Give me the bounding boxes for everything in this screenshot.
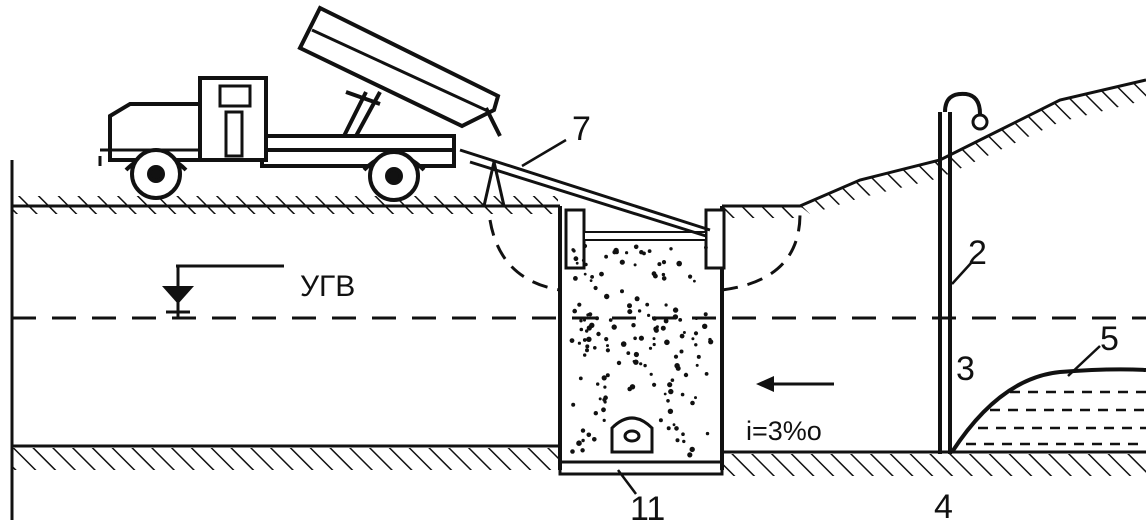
label-11: 11 [630, 490, 665, 524]
water-pool [950, 367, 1146, 454]
trench [558, 206, 726, 476]
label-2: 2 [968, 234, 987, 272]
flow-direction-arrow [756, 376, 834, 392]
slope-label: i=3%o [746, 416, 822, 446]
standpipe [938, 91, 989, 454]
leader-11 [617, 469, 637, 495]
ground-surface-right [722, 78, 1146, 218]
leader-5 [1067, 345, 1101, 377]
chute [459, 148, 711, 238]
bottom-ground-left [12, 444, 560, 470]
leader-2 [951, 261, 973, 285]
label-5: 5 [1100, 320, 1119, 358]
trench-gravel-fill [569, 243, 714, 458]
dump-truck [98, 5, 502, 202]
excavation-arc-right [721, 213, 802, 292]
ugv-label: УГВ [300, 270, 355, 303]
leader-7 [521, 138, 567, 168]
excavation-arc-left [488, 219, 561, 292]
label-3: 3 [956, 350, 975, 388]
label-4: 4 [934, 488, 953, 524]
drain-pipe [610, 416, 654, 454]
label-7: 7 [572, 110, 591, 148]
ground-surface-left [12, 196, 560, 214]
bottom-ground-right [722, 450, 1146, 476]
groundwater-marker [162, 264, 284, 318]
